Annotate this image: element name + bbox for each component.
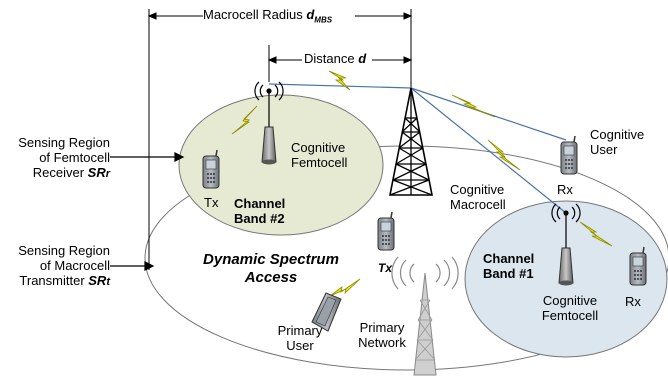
primary-user-phone-icon bbox=[311, 292, 342, 332]
distance-label: Distance d bbox=[304, 51, 367, 66]
macrocell-sensing-region-label: Sensing Region of Macrocell Transmitter … bbox=[18, 243, 110, 288]
femto-right-rx-phone-icon bbox=[629, 246, 647, 286]
channel-band-1-label: Channel Band #1 bbox=[483, 251, 535, 281]
femto-left-tx-phone-icon bbox=[202, 149, 220, 189]
distance-dimension bbox=[267, 45, 413, 82]
femtocell-right-ap-icon bbox=[558, 247, 574, 286]
primary-network-label: Primary Network bbox=[358, 320, 406, 350]
macrocell-radius-label: Macrocell Radius dMBS bbox=[203, 7, 333, 28]
cognitive-user-label: Cognitive User bbox=[590, 127, 645, 157]
femto-right-rx-label: Rx bbox=[625, 294, 641, 309]
primary-network-tower-icon bbox=[391, 256, 459, 376]
cognitive-macrocell-label: Cognitive Macrocell bbox=[450, 182, 506, 212]
femtocell-sensing-region-label: Sensing Region of Femtocell Receiver SRr bbox=[18, 135, 110, 180]
femtocell-left-name-label: Cognitive Femtocell bbox=[291, 140, 348, 170]
femto-left-tx-label: Tx bbox=[204, 195, 219, 210]
femtocell-left-ap-icon bbox=[261, 126, 277, 165]
dynamic-spectrum-access-label: Dynamic Spectrum Access bbox=[203, 251, 339, 286]
macrocell-radius-dimension bbox=[147, 9, 413, 270]
channel-band-2-label: Channel Band #2 bbox=[234, 196, 286, 226]
macro-tx-label: Tx bbox=[378, 261, 393, 275]
femtocell-right-antenna-icon bbox=[551, 203, 581, 248]
left-label-arrows bbox=[110, 152, 185, 271]
cognitive-user-phone-icon bbox=[560, 135, 578, 175]
femtocell-right-name-label: Cognitive Femtocell bbox=[541, 293, 599, 323]
femtocell-left-region bbox=[178, 94, 384, 236]
cognitive-user-rx-label: Rx bbox=[557, 182, 573, 197]
macrocell-tower-icon bbox=[389, 87, 433, 196]
primary-user-label: Primary User bbox=[277, 323, 323, 353]
macro-tx-phone-icon bbox=[377, 211, 395, 251]
femtocell-left-antenna-icon bbox=[254, 81, 284, 127]
